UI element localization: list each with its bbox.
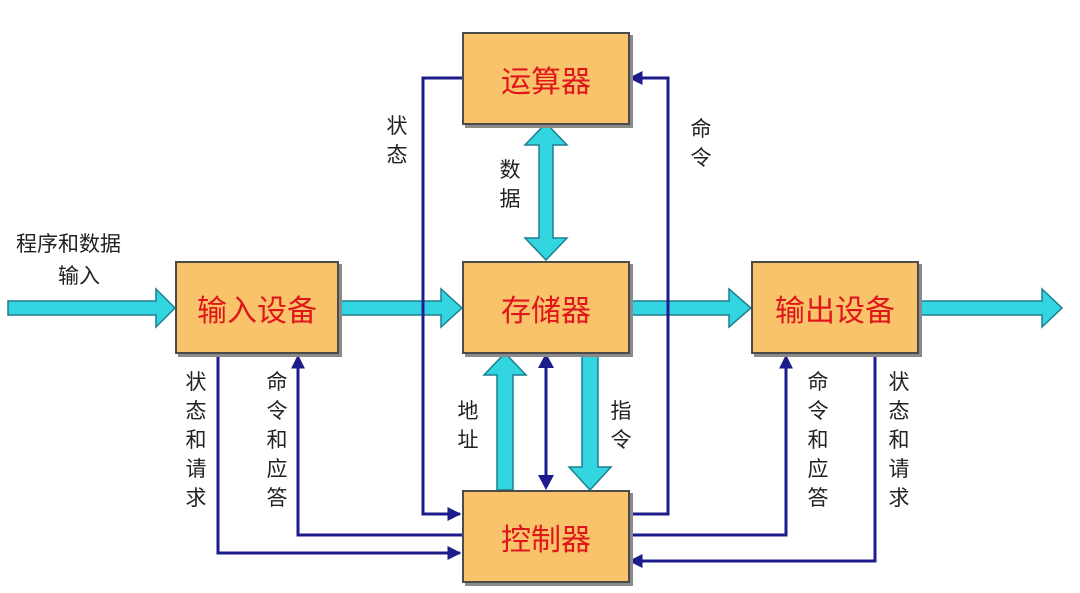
alu-command-label: 命令 <box>690 117 712 170</box>
output-device-box: 输出设备 <box>751 261 919 354</box>
address-label: 地址 <box>457 399 479 452</box>
program-data-input-label-line2: 输入 <box>58 264 100 288</box>
output-command-response-label: 命令和应答 <box>807 370 829 510</box>
alu-label: 运算器 <box>501 64 591 100</box>
alu-status-line <box>421 76 462 521</box>
data-bidirectional-arrow <box>523 121 569 262</box>
instruction-arrow <box>567 352 613 492</box>
output-command-response-line <box>629 354 793 537</box>
input-status-request-label: 状态和请求 <box>185 370 207 510</box>
alu-status-label: 状态 <box>386 114 408 167</box>
output-arrow <box>916 287 1064 329</box>
controller-memory-arrowhead-up <box>538 353 554 368</box>
data-label: 数据 <box>499 158 521 211</box>
program-data-input-label-line1: 程序和数据 <box>16 232 121 256</box>
input-status-request-line <box>216 353 462 560</box>
input-to-memory-arrow <box>336 287 464 329</box>
input-device-box: 输入设备 <box>175 261 339 354</box>
address-arrow <box>482 351 528 491</box>
input-device-label: 输入设备 <box>197 293 317 329</box>
memory-to-output-arrow <box>626 287 753 329</box>
output-status-request-line <box>628 353 877 568</box>
controller-box: 控制器 <box>462 490 630 583</box>
output-status-request-label: 状态和请求 <box>888 370 910 510</box>
memory-label: 存储器 <box>501 293 591 329</box>
alu-command-line <box>628 71 670 516</box>
input-arrow <box>7 287 177 329</box>
input-command-response-line <box>291 354 462 537</box>
instruction-label: 指令 <box>610 399 632 452</box>
alu-box: 运算器 <box>462 32 630 125</box>
input-command-response-label: 命令和应答 <box>266 370 288 510</box>
output-device-label: 输出设备 <box>775 293 895 329</box>
controller-label: 控制器 <box>501 522 591 558</box>
controller-memory-arrowhead-down <box>538 475 554 490</box>
memory-box: 存储器 <box>462 261 630 354</box>
